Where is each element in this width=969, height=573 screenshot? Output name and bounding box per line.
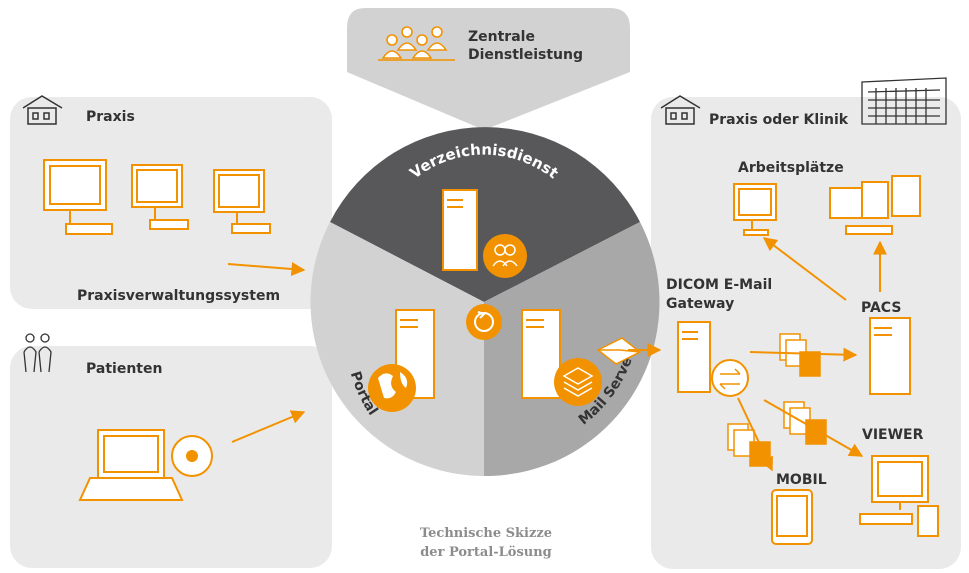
- gateway-mobile-arrow: [737, 397, 773, 472]
- directory-server-icon: [442, 189, 478, 271]
- patients-icon: [23, 333, 52, 373]
- patients-title: Patienten: [86, 361, 163, 377]
- viewer-monitor-icon: [859, 455, 939, 537]
- workstation-dual-monitor-icon: [829, 175, 921, 235]
- patients-arrow: [231, 410, 306, 443]
- viewer-label: VIEWER: [862, 427, 924, 443]
- pacs-label: PACS: [861, 300, 902, 316]
- dicom-files-mobile-icon: [727, 423, 771, 467]
- cd-icon: [171, 435, 213, 477]
- hospital-icon: [861, 77, 947, 125]
- envelope-icon: [596, 337, 642, 365]
- top-callout: [347, 8, 630, 130]
- caption-line-1: Technische Skizze: [419, 526, 553, 541]
- clinic-house-icon: [660, 95, 701, 125]
- pacs-server-icon: [869, 317, 911, 395]
- caption-line-2: der Portal-Lösung: [420, 545, 552, 560]
- clinic-title: Praxis oder Klinik: [709, 112, 849, 128]
- praxis-arrow: [227, 262, 306, 276]
- praxis-title: Praxis: [86, 109, 135, 125]
- diagram-caption: Technische Skizze der Portal-Lösung: [404, 524, 568, 562]
- workstations-label: Arbeitsplätze: [738, 160, 844, 176]
- mail-server-icon: [521, 309, 561, 399]
- zentrale-title-line-2: Dienstleistung: [468, 47, 583, 63]
- laptop-icon: [78, 429, 184, 501]
- mobile-label: MOBIL: [776, 472, 827, 488]
- people-icon: [378, 26, 455, 61]
- pacs-workstation-arrow: [762, 237, 847, 301]
- praxis-monitor-2-icon: [131, 164, 189, 230]
- praxis-system-label: Praxisverwaltungssystem: [77, 288, 281, 304]
- zentrale-title-line-1: Zentrale: [468, 29, 535, 45]
- patients-panel: [10, 346, 332, 568]
- sync-icon: [466, 304, 502, 340]
- gateway-swap-icon: [711, 359, 749, 397]
- sector-mail: [484, 222, 660, 477]
- house-icon: [22, 95, 63, 125]
- gateway-viewer-arrow: [763, 399, 864, 457]
- gateway-server-icon: [677, 321, 711, 393]
- workstation-monitor-icon: [733, 183, 777, 236]
- gateway-label-line-2: Gateway: [666, 296, 735, 312]
- mail-stack-icon: [554, 358, 602, 406]
- directory-users-icon: [483, 234, 527, 278]
- praxis-monitor-3-icon: [213, 169, 271, 234]
- gateway-label-line-1: DICOM E-Mail: [666, 277, 773, 293]
- sector-directory: [330, 127, 640, 303]
- globe-icon: [368, 364, 416, 412]
- tablet-icon: [771, 489, 813, 545]
- gateway-pacs-arrow: [749, 347, 858, 362]
- dicom-files-pacs-icon: [779, 333, 821, 377]
- praxis-monitor-1-icon: [43, 159, 113, 235]
